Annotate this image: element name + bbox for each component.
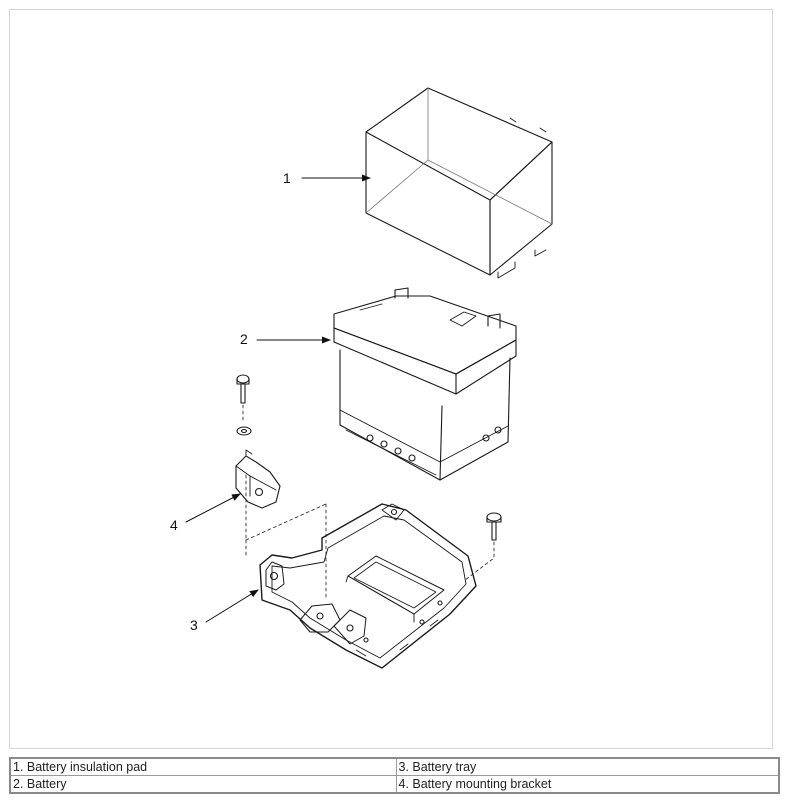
- callout-number-2: 2: [240, 331, 248, 347]
- legend-cell: 1. Battery insulation pad: [9, 757, 397, 776]
- callout-number-1: 1: [283, 170, 291, 186]
- legend-row: 1. Battery insulation pad 3. Battery tra…: [9, 757, 780, 776]
- mounting-bolt-right: [464, 512, 502, 581]
- legend-cell: 3. Battery tray: [395, 757, 780, 776]
- legend-cell: 2. Battery: [9, 775, 397, 794]
- battery-mounting-bracket: [235, 449, 327, 601]
- battery-tray: [259, 503, 477, 669]
- battery-assembly-diagram: 1 2 3 4: [170, 87, 553, 669]
- callout-number-3: 3: [190, 617, 198, 633]
- mounting-bolt-left: [236, 374, 252, 436]
- leader-line-4: [185, 493, 241, 523]
- battery-insulation-pad: [365, 87, 553, 279]
- parts-legend-table: 1. Battery insulation pad 3. Battery tra…: [9, 757, 780, 794]
- legend-row: 2. Battery 4. Battery mounting bracket: [9, 775, 780, 794]
- legend-cell: 4. Battery mounting bracket: [395, 775, 780, 794]
- callout-number-4: 4: [170, 517, 178, 533]
- exploded-view-figure: 1 2 3 4: [9, 9, 773, 749]
- leader-line-3: [205, 589, 259, 623]
- battery: [333, 287, 517, 481]
